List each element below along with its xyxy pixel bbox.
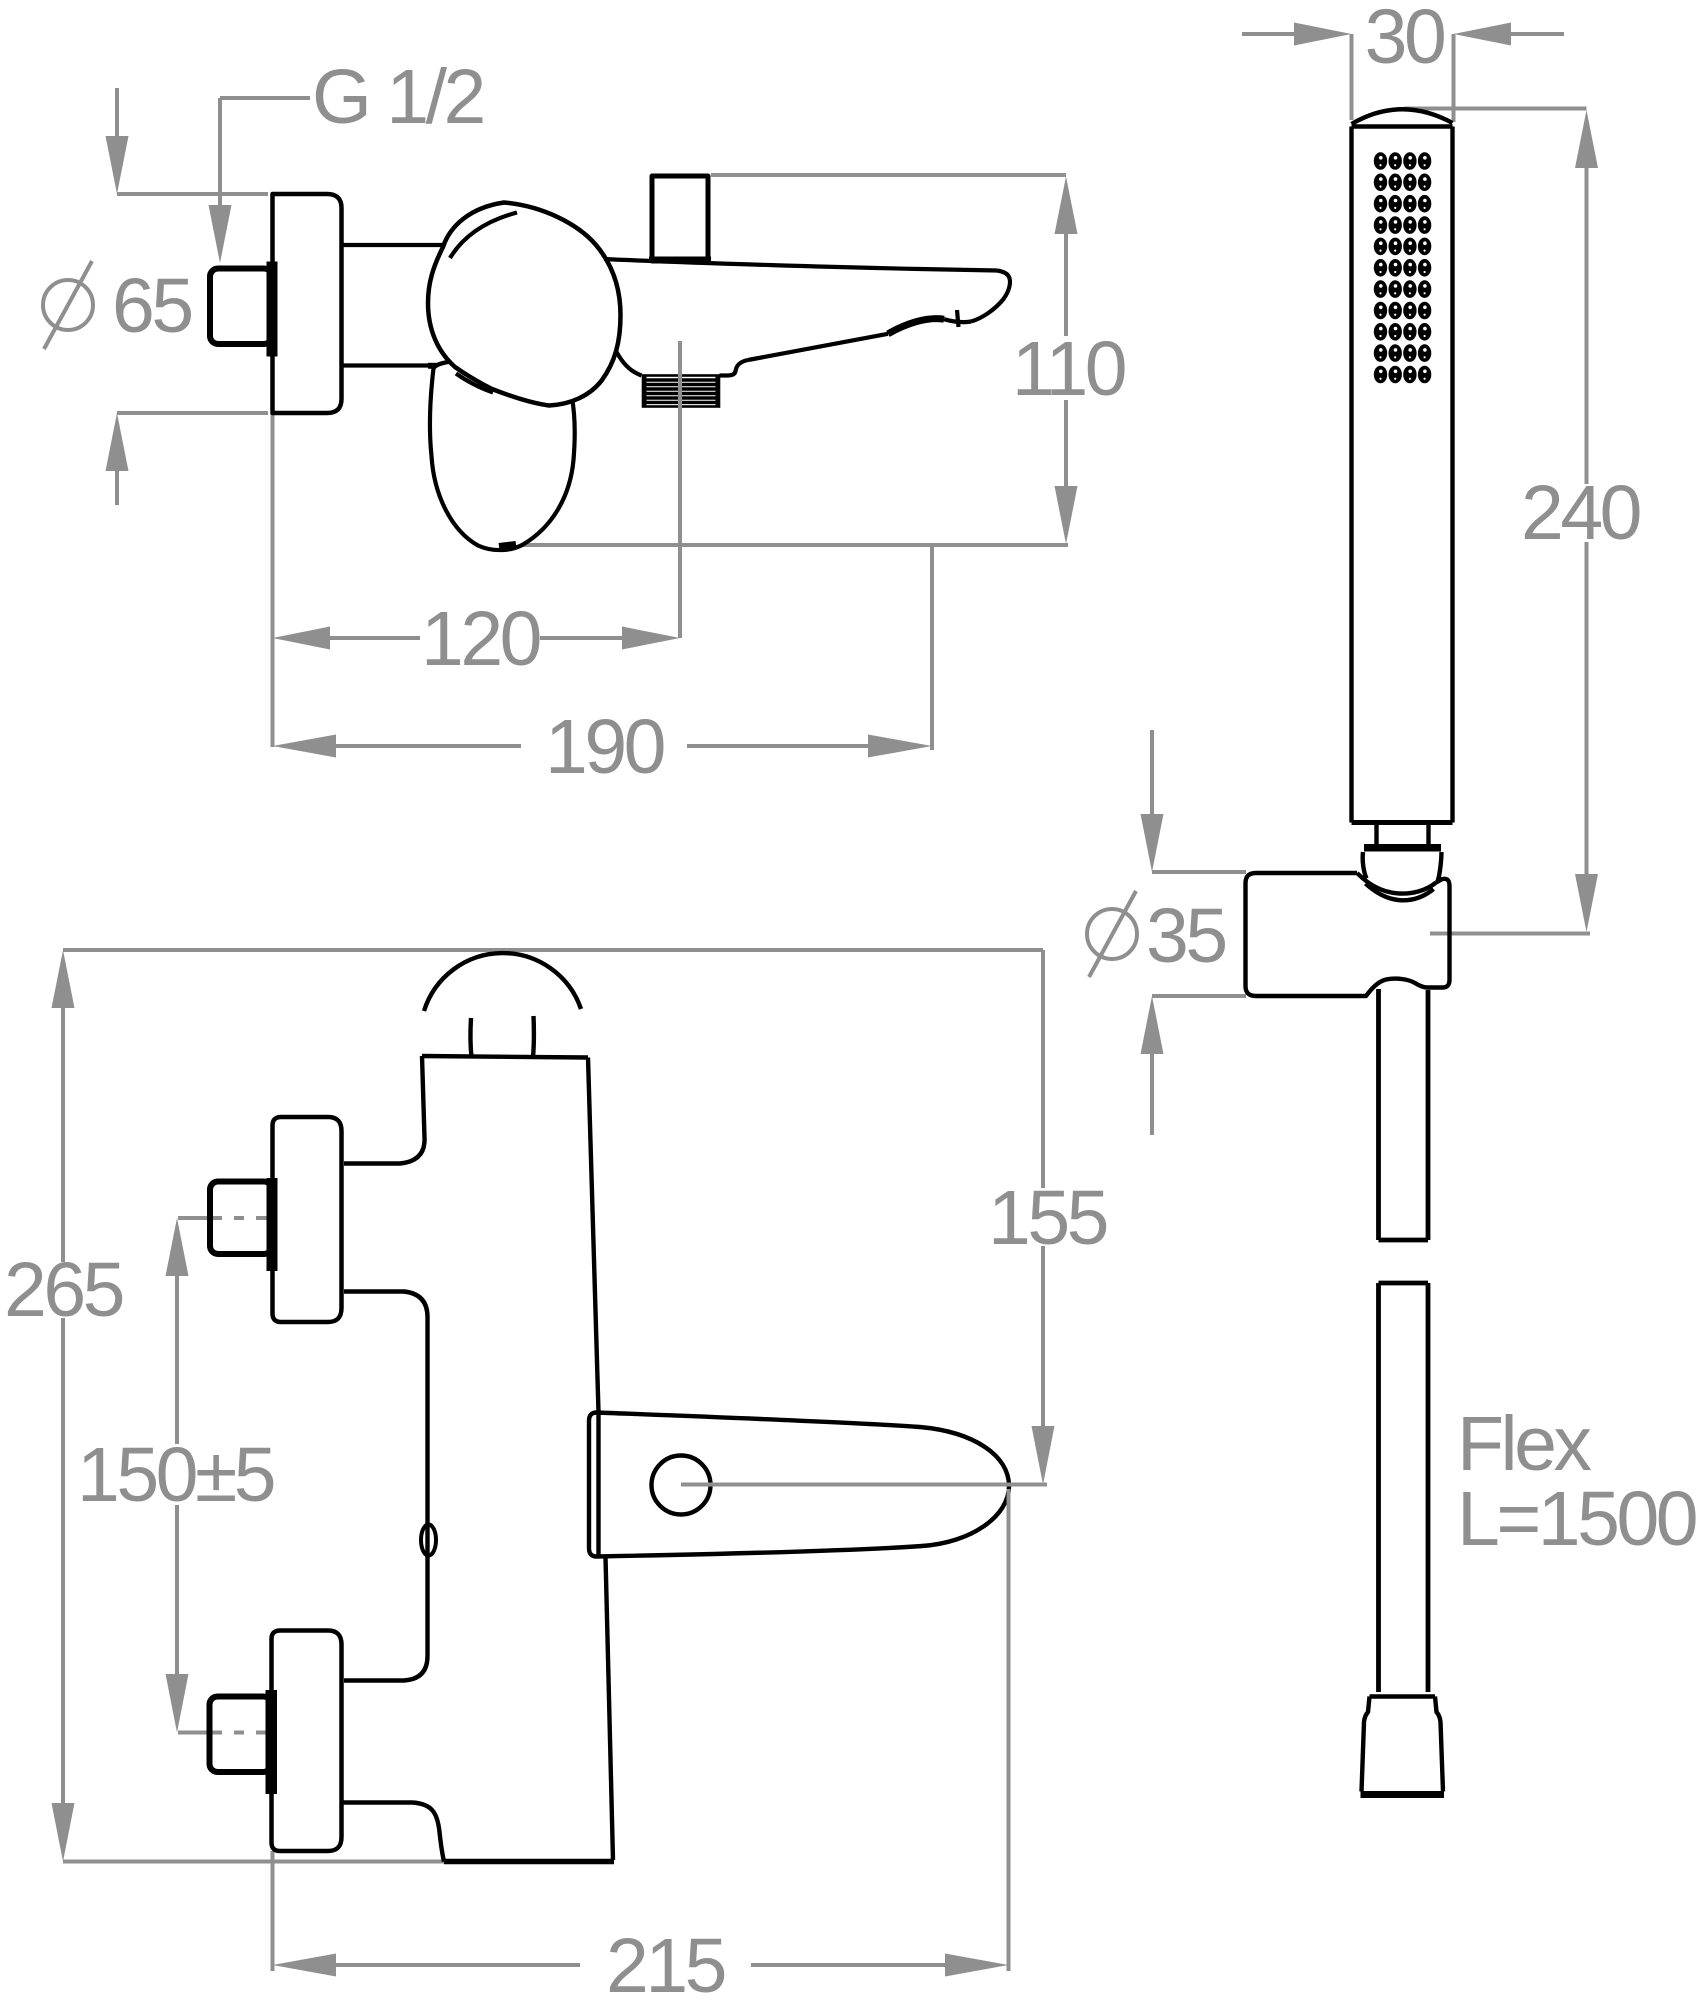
svg-text:G 1/2: G 1/2 [312, 54, 483, 140]
svg-text:L=1500: L=1500 [1457, 1476, 1696, 1562]
svg-text:120: 120 [421, 596, 540, 682]
svg-text:30: 30 [1365, 0, 1444, 80]
svg-text:65: 65 [112, 263, 191, 349]
svg-text:190: 190 [545, 704, 664, 790]
svg-text:155: 155 [988, 1175, 1107, 1261]
svg-text:265: 265 [4, 1247, 123, 1333]
svg-text:Flex: Flex [1457, 1401, 1591, 1487]
svg-text:110: 110 [1012, 326, 1125, 412]
svg-text:150±5: 150±5 [77, 1432, 274, 1518]
svg-text:215: 215 [606, 1923, 725, 2000]
svg-text:240: 240 [1521, 470, 1640, 556]
svg-text:35: 35 [1146, 893, 1225, 979]
